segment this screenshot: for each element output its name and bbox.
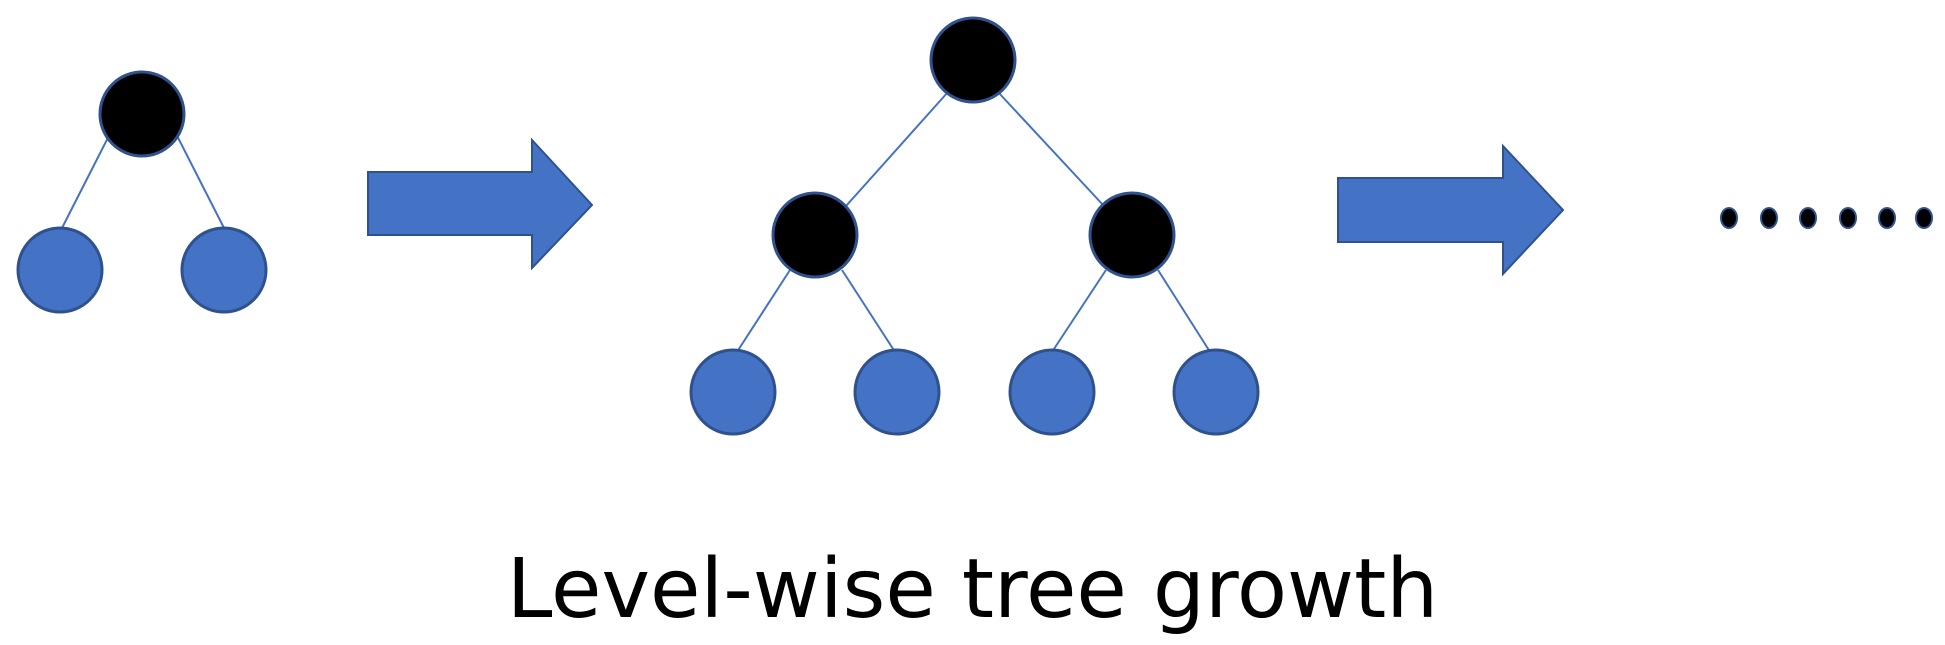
internal-node (929, 16, 1017, 104)
dot (1878, 207, 1896, 229)
tree-edge (841, 269, 898, 356)
internal-node (771, 191, 859, 279)
diagram-caption: Level-wise tree growth (506, 542, 1439, 637)
tree-edge (1049, 269, 1107, 356)
dot (1839, 207, 1857, 229)
continuation-dots (1720, 207, 1933, 229)
dot (1760, 207, 1778, 229)
leaf-node (16, 226, 104, 314)
internal-node (98, 70, 186, 158)
leaf-node (1172, 348, 1260, 436)
small-tree (16, 70, 268, 314)
growth-arrow (367, 137, 594, 271)
leaf-node (1008, 348, 1096, 436)
dot (1799, 207, 1817, 229)
tree-edge (1157, 269, 1213, 356)
internal-node (1088, 191, 1176, 279)
tree-edge (734, 269, 791, 356)
tree-edge (997, 91, 1105, 207)
dot (1915, 207, 1933, 229)
tree-edge (845, 91, 949, 207)
dot (1720, 207, 1738, 229)
growth-arrow (1337, 143, 1565, 277)
larger-tree (689, 16, 1260, 436)
leaf-node (689, 348, 777, 436)
leaf-node (853, 348, 941, 436)
leaf-node (180, 226, 268, 314)
